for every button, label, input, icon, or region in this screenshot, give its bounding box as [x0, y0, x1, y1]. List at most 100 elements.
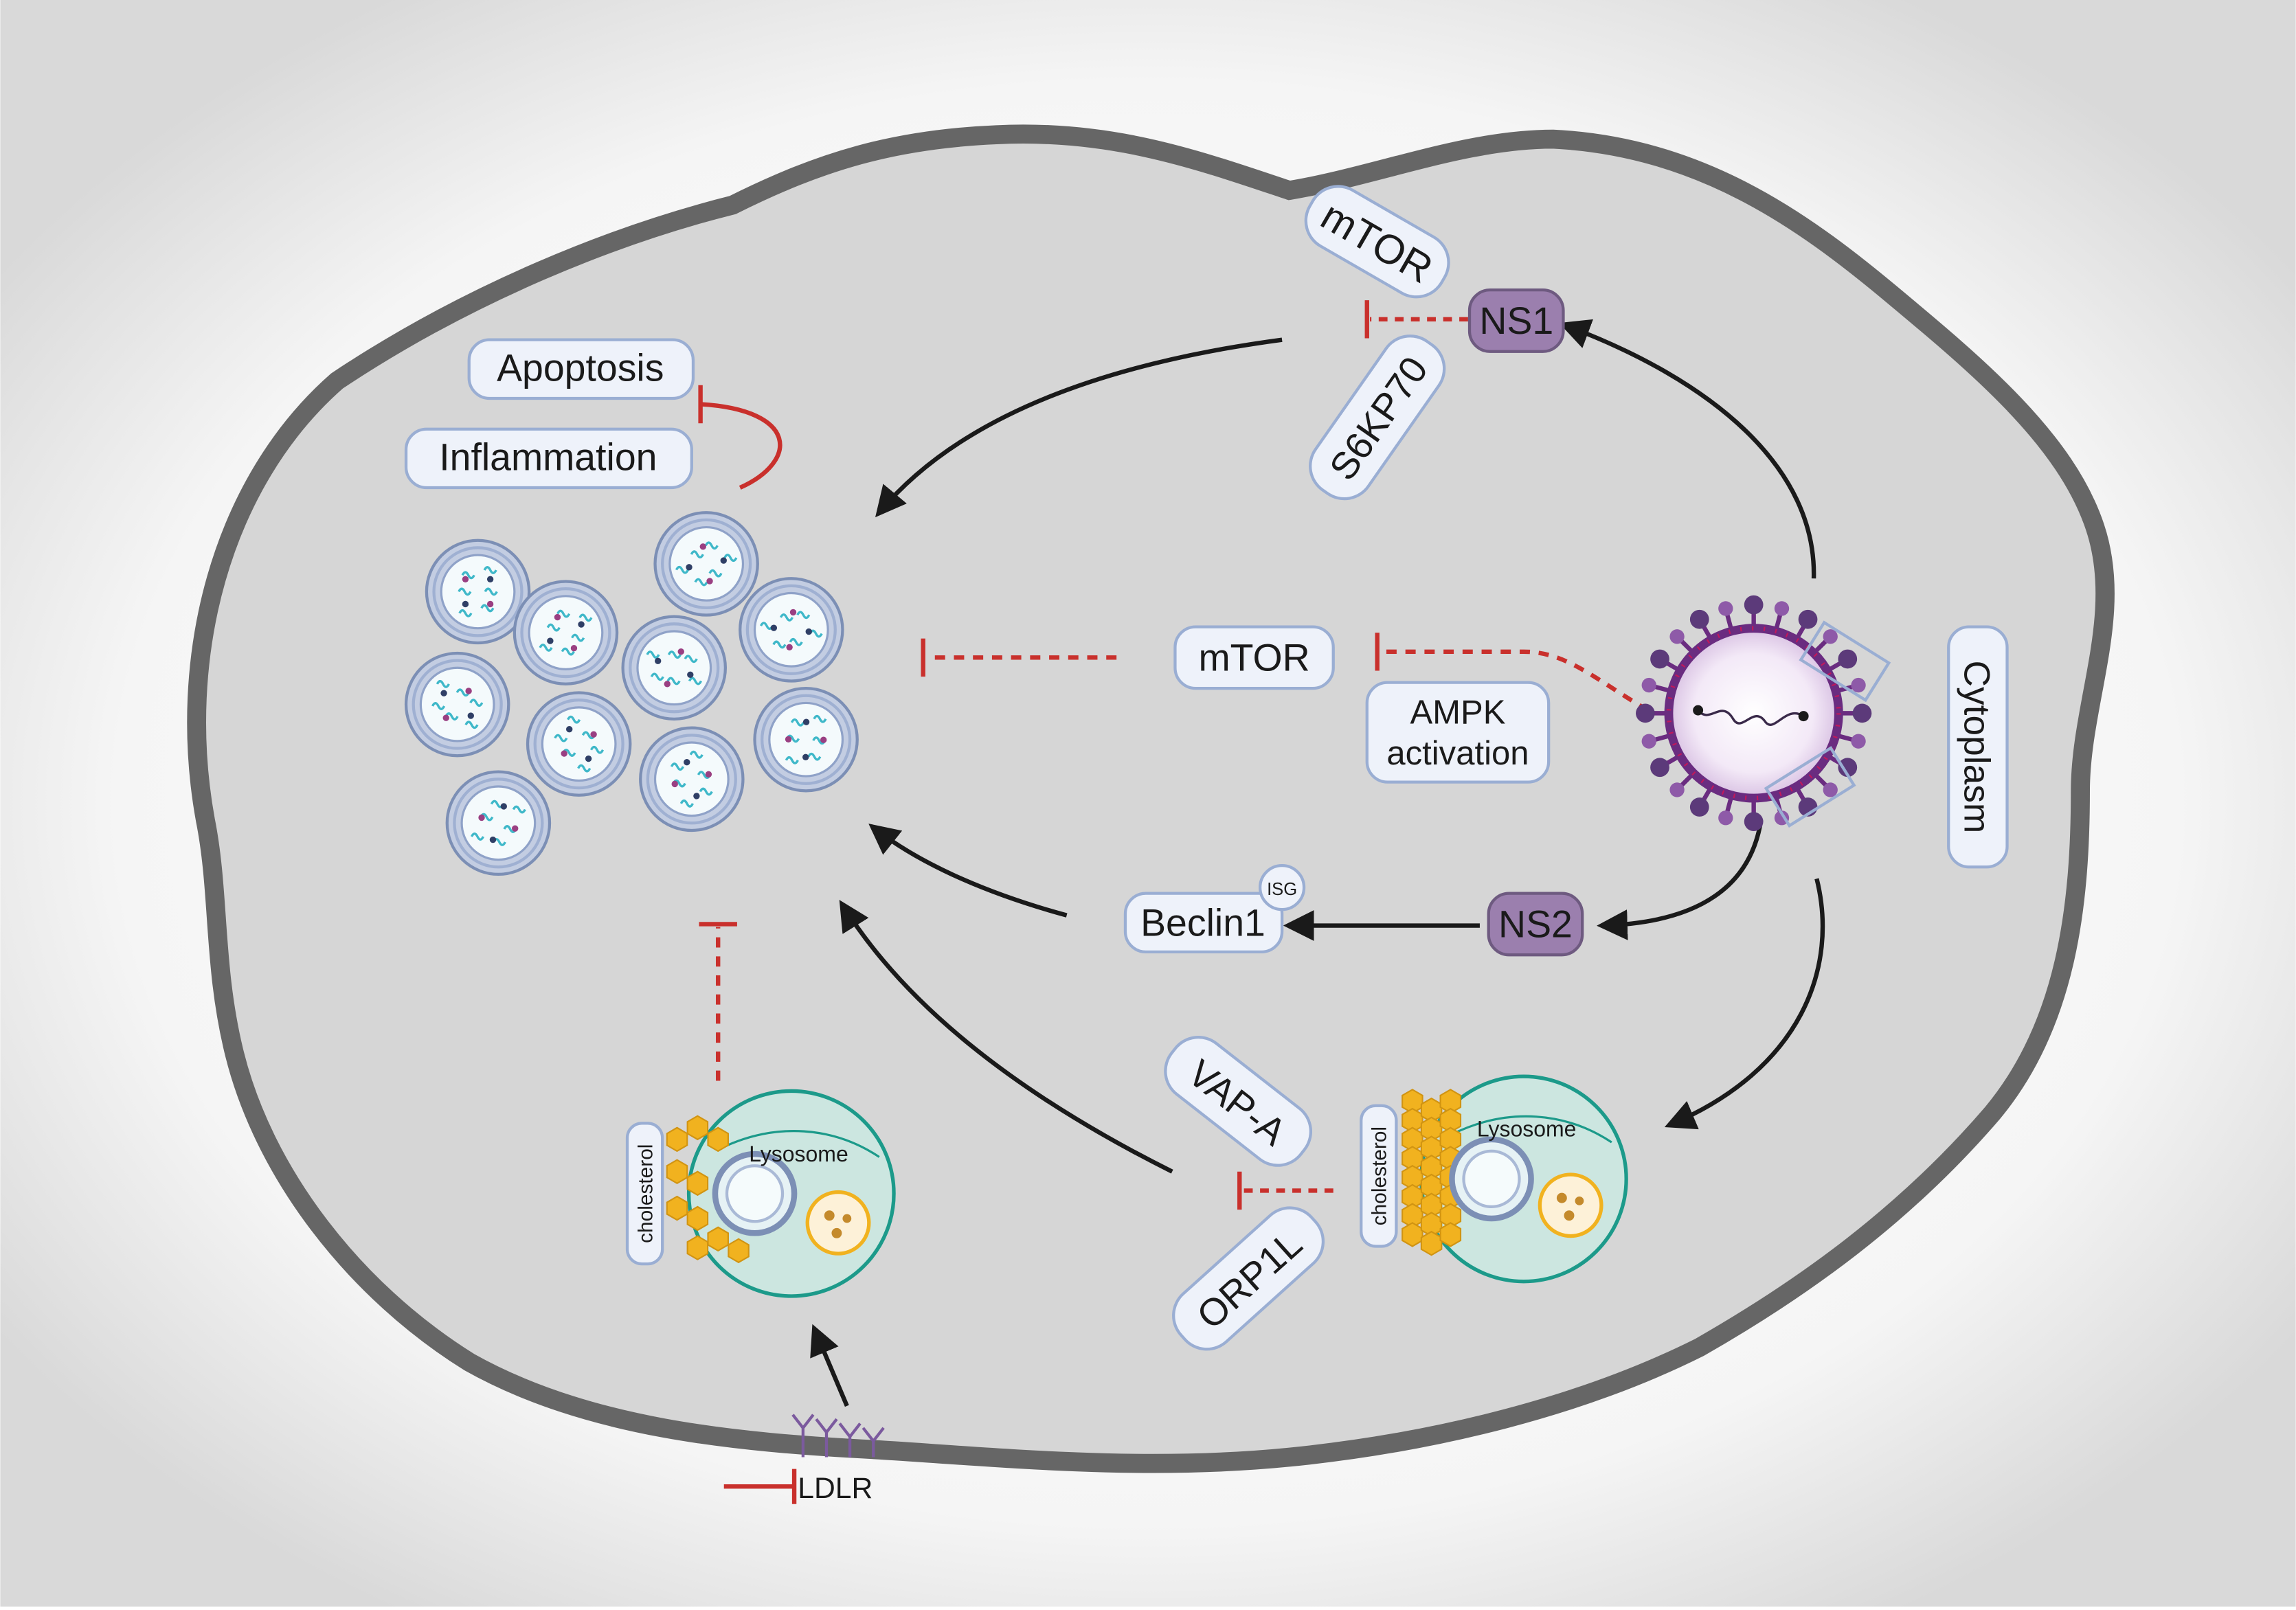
cholesterol-molecule	[1420, 1230, 1443, 1256]
cargo-dot	[705, 771, 712, 778]
cargo-strand	[562, 749, 576, 757]
label-apoptosis: Apoptosis	[497, 346, 664, 389]
cargo-dot	[570, 645, 578, 652]
cargo-strand	[464, 721, 479, 729]
cargo-strand	[512, 805, 526, 814]
label-lysosome-right: Lysosome	[1477, 1117, 1577, 1142]
cargo-strand	[785, 756, 799, 764]
cargo-dot	[699, 543, 706, 550]
cargo-strand	[807, 752, 822, 761]
cargo-dot	[686, 564, 693, 571]
label-inflammation: Inflammation	[439, 435, 657, 478]
arrow-virus-to-ns1	[1559, 319, 1816, 579]
spike-head	[1744, 595, 1764, 615]
autophagosome-lumen	[753, 591, 829, 668]
cargo-strand	[546, 623, 561, 632]
digestive-dot-3	[831, 1227, 842, 1238]
autophagosome	[445, 770, 552, 876]
cargo-dot	[585, 755, 592, 762]
autophagosome-mid-membrane	[520, 587, 611, 679]
label-beclin1-group: Beclin1 ISG	[1123, 863, 1306, 954]
cargo-strand	[581, 731, 596, 740]
cargo-dot	[706, 578, 713, 585]
label-cytoplasm-box	[1947, 625, 2009, 869]
label-cholesterol-right-group: cholesterol	[1360, 1104, 1398, 1248]
autophagosome-mid-membrane	[745, 584, 837, 675]
label-cholesterol-left-group: cholesterol	[625, 1122, 664, 1266]
label-ns1-box	[1467, 288, 1565, 353]
autophagosome-lumen	[541, 706, 617, 782]
spike-head	[1774, 601, 1790, 616]
cholesterol-molecule	[1402, 1222, 1423, 1247]
spike-head	[1744, 812, 1764, 832]
cargo-strand	[699, 787, 713, 796]
cargo-dot	[664, 681, 671, 688]
cargo-dot	[654, 657, 662, 664]
arrow-mtor-to-autophagosomes	[875, 337, 1283, 518]
label-lysosome-left: Lysosome	[749, 1142, 848, 1166]
spike-head	[1823, 782, 1838, 797]
inhibit-virus-mtor	[1380, 649, 1650, 712]
cargo-dot	[805, 628, 812, 635]
label-cholesterol-right-box	[1360, 1104, 1398, 1248]
cargo-strand	[666, 677, 681, 685]
activation-arrows	[810, 319, 1825, 1407]
cargo-strand	[577, 764, 592, 773]
cholesterol-molecule	[686, 1115, 709, 1141]
autophagosome	[753, 686, 859, 793]
receptor-3	[838, 1422, 862, 1458]
cholesterol-molecule	[686, 1205, 709, 1232]
cargo-dot	[720, 557, 727, 564]
label-beclin1: Beclin1	[1140, 901, 1265, 944]
cargo-strand	[455, 688, 470, 697]
cholesterol-molecule	[686, 1170, 709, 1197]
cholesterol-molecule	[707, 1126, 729, 1153]
cargo-strand	[483, 566, 497, 574]
spike-head	[1851, 734, 1866, 749]
cargo-strand	[704, 541, 719, 550]
cholesterol-molecule	[666, 1159, 688, 1185]
label-cytoplasm-group: Cytoplasm	[1947, 625, 2009, 869]
cargo-strand	[790, 718, 805, 727]
label-ns1-group: NS1	[1467, 288, 1565, 353]
cargo-strand	[670, 762, 684, 771]
spike-head	[1636, 703, 1655, 723]
spike-head	[1852, 703, 1872, 723]
cargo-strand	[567, 715, 581, 724]
autophagosome-mid-membrane	[533, 699, 624, 790]
autophagosome-mid-membrane	[761, 694, 852, 785]
cargo-dot	[512, 825, 519, 832]
spike-head	[1641, 734, 1656, 749]
cholesterol-cluster-left	[666, 1115, 750, 1264]
cargo-dot	[462, 600, 469, 608]
spike-head	[1718, 601, 1733, 616]
cargo-strand	[469, 699, 484, 707]
autophagosome-in-lysosome-right-inner	[1462, 1149, 1521, 1209]
cholesterol-cluster-right	[1402, 1089, 1462, 1256]
cargo-dot	[566, 725, 573, 733]
virus-highlight-top	[1799, 620, 1891, 703]
arrow-beclin-to-autophagosomes	[868, 824, 1068, 918]
spike-head	[1798, 609, 1818, 629]
cholesterol-molecule	[666, 1126, 688, 1153]
cargo-strand	[480, 604, 495, 613]
cargo-strand	[796, 611, 811, 620]
cargo-dot	[467, 712, 474, 719]
label-mtor-mid-group: mTOR	[1173, 625, 1335, 690]
inhibit-inflammation-apoptosis	[700, 402, 783, 490]
autophagosome-cluster	[404, 511, 859, 876]
autophagosome-mid-membrane	[412, 659, 503, 750]
label-apoptosis-group: Apoptosis	[467, 338, 695, 400]
cargo-dot	[561, 750, 567, 757]
cholesterol-molecule	[728, 1238, 750, 1264]
label-mtor-top-box	[1304, 185, 1450, 299]
autophagosome-lumen	[528, 595, 604, 671]
cargo-strand	[813, 714, 827, 723]
cargo-strand	[461, 571, 475, 580]
spike-head	[1838, 649, 1858, 669]
label-ampk-group: AMPK activation	[1365, 681, 1551, 784]
cargo-strand	[589, 745, 605, 754]
cargo-strand	[688, 677, 703, 685]
label-apoptosis-box	[467, 338, 695, 400]
